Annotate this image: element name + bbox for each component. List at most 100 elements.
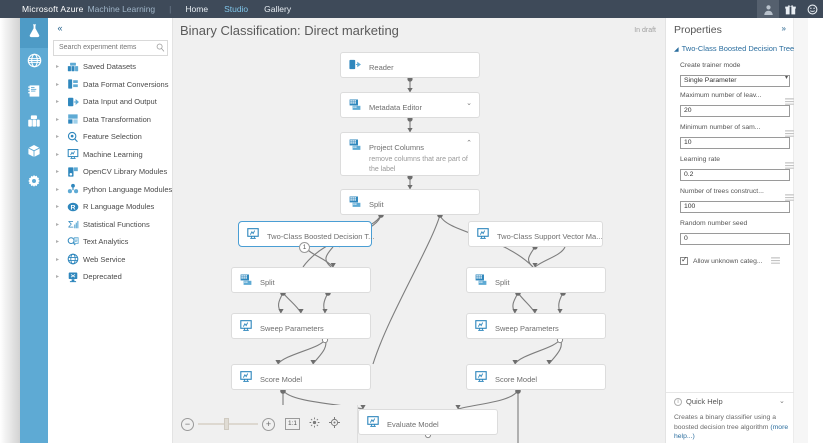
- center-view-icon[interactable]: [329, 415, 341, 433]
- allow-unknown-categorical-levels-row[interactable]: Allow unknown categ...: [680, 252, 780, 270]
- chevron-down-icon[interactable]: ⌄: [779, 398, 785, 405]
- ml-monitor-icon: [474, 370, 490, 384]
- globe-icon: [65, 252, 80, 266]
- palette-item-list: ▸ Saved Datasets ▸ Data Format Conversio…: [48, 58, 173, 286]
- field-label: Create trainer mode: [680, 62, 741, 69]
- palette-item-label: Machine Learning: [83, 149, 143, 159]
- palette-item-deprecated[interactable]: ▸ Deprecated: [48, 268, 173, 286]
- search-icon[interactable]: [156, 39, 165, 57]
- properties-module-name[interactable]: ◢Two-Class Boosted Decision Tree: [674, 44, 794, 53]
- chevron-right-icon: ▸: [56, 221, 60, 228]
- checkbox-label: Allow unknown categ...: [693, 257, 763, 265]
- canvas-node-two-class-boosted-decision-tree[interactable]: Two-Class Boosted Decision T...: [238, 221, 374, 247]
- node-label: Reader: [369, 63, 394, 72]
- palette-item-label: Web Service: [83, 254, 126, 264]
- properties-expand-button[interactable]: »: [781, 24, 786, 33]
- palette-item-data-format-conversions[interactable]: ▸ Data Format Conversions: [48, 76, 173, 94]
- parameter-range-icon[interactable]: [785, 125, 794, 143]
- palette-item-text-analytics[interactable]: ▸ Text Analytics: [48, 233, 173, 251]
- create-trainer-mode-select[interactable]: [680, 74, 790, 87]
- palette-item-python-language-modules[interactable]: ▸ Python Language Modules: [48, 181, 173, 199]
- palette-item-data-input-and-output[interactable]: ▸ Data Input and Output: [48, 93, 173, 111]
- ml-monitor-icon: [366, 415, 382, 429]
- node-label: Metadata Editor: [369, 103, 422, 112]
- palette-item-label: Data Input and Output: [83, 97, 157, 107]
- palette-item-feature-selection[interactable]: ▸ Feature Selection: [48, 128, 173, 146]
- rail-item-experiments[interactable]: [20, 18, 48, 48]
- canvas-node-project-columns[interactable]: Project Columns remove columns that are …: [340, 132, 480, 176]
- rail-item-web-services[interactable]: [20, 48, 48, 78]
- palette-item-machine-learning[interactable]: ▸ Machine Learning: [48, 146, 173, 164]
- globe-icon: [27, 53, 42, 73]
- quick-help-header[interactable]: i Quick Help: [674, 397, 723, 406]
- table-icon: [348, 195, 364, 209]
- collapse-triangle-icon[interactable]: ◢: [674, 47, 679, 53]
- fit-to-screen-icon[interactable]: [309, 415, 320, 433]
- field-number-of-trees-constructed: Number of trees construct...: [680, 188, 794, 213]
- palette-item-data-transformation[interactable]: ▸ Data Transformation: [48, 111, 173, 129]
- palette-item-opencv-library-modules[interactable]: ▸ OpenCV Library Modules: [48, 163, 173, 181]
- canvas-node-split-top[interactable]: Split: [340, 189, 480, 215]
- chevron-down-icon[interactable]: ⌄: [466, 100, 472, 107]
- palette-collapse-button[interactable]: «: [57, 23, 63, 33]
- random-number-seed-input[interactable]: [680, 232, 790, 245]
- canvas-node-two-class-support-vector-machine[interactable]: Two-Class Support Vector Ma...: [468, 221, 603, 247]
- field-minimum-number-of-samples: Minimum number of sam...: [680, 124, 794, 149]
- table-icon: [348, 138, 364, 152]
- parameter-range-icon[interactable]: [770, 252, 780, 270]
- palette-item-saved-datasets[interactable]: ▸ Saved Datasets: [48, 58, 173, 76]
- chevron-right-icon: ▸: [56, 151, 60, 158]
- zoom-slider[interactable]: [198, 418, 258, 430]
- properties-scrollbar[interactable]: [793, 18, 808, 443]
- parameter-range-icon[interactable]: [785, 93, 794, 111]
- top-nav: Home Studio Gallery: [185, 4, 291, 14]
- zoom-out-button[interactable]: −: [181, 417, 194, 431]
- palette-item-statistical-functions[interactable]: ▸ Σ Statistical Functions: [48, 216, 173, 234]
- parameter-range-icon[interactable]: [785, 157, 794, 175]
- nav-gallery[interactable]: Gallery: [264, 4, 292, 14]
- zoom-reset-ratio-button[interactable]: 1:1: [285, 418, 301, 430]
- allow-unknown-categorical-levels-checkbox[interactable]: [680, 255, 688, 265]
- nav-home[interactable]: Home: [185, 4, 209, 14]
- canvas-node-score-model-left[interactable]: Score Model: [231, 364, 371, 390]
- nav-studio[interactable]: Studio: [224, 4, 249, 14]
- search-input[interactable]: [53, 39, 168, 56]
- canvas-node-split-right[interactable]: Split: [466, 267, 606, 293]
- maximum-number-of-leaves-input[interactable]: [680, 104, 790, 117]
- field-label: Number of trees construct...: [680, 188, 764, 195]
- zoom-in-button[interactable]: +: [262, 417, 275, 431]
- palette-item-label: Feature Selection: [83, 132, 142, 142]
- more-help-link[interactable]: (more help...): [674, 423, 789, 441]
- experiment-canvas[interactable]: Reader Metadata Editor ⌄ Project Columns…: [173, 46, 665, 443]
- rail-item-trained-models[interactable]: [20, 138, 48, 168]
- canvas-node-evaluate-model[interactable]: Evaluate Model: [358, 409, 498, 435]
- canvas-node-reader[interactable]: Reader: [340, 52, 480, 78]
- rail-item-datasets[interactable]: [20, 108, 48, 138]
- rail-item-settings[interactable]: [20, 168, 48, 198]
- field-label: Minimum number of sam...: [680, 124, 761, 131]
- zoom-slider-handle[interactable]: [224, 418, 229, 430]
- gift-icon[interactable]: [779, 0, 801, 18]
- palette-item-r-language-modules[interactable]: ▸ R R Language Modules: [48, 198, 173, 216]
- parameter-range-icon[interactable]: [785, 189, 794, 207]
- chevron-up-icon[interactable]: ⌃: [466, 140, 472, 147]
- canvas-node-score-model-right[interactable]: Score Model: [466, 364, 606, 390]
- minimum-number-of-samples-input[interactable]: [680, 136, 790, 149]
- canvas-node-sweep-parameters-right[interactable]: Sweep Parameters: [466, 313, 606, 339]
- chevron-right-icon: ▸: [56, 134, 60, 141]
- number-of-trees-constructed-input[interactable]: [680, 200, 790, 213]
- table-icon: [474, 273, 490, 287]
- learning-rate-input[interactable]: [680, 168, 790, 181]
- magnifier-icon: [65, 130, 80, 144]
- rail-item-notebooks[interactable]: [20, 78, 48, 108]
- palette-item-web-service[interactable]: ▸ Web Service: [48, 251, 173, 269]
- canvas-node-metadata-editor[interactable]: Metadata Editor ⌄: [340, 92, 480, 118]
- node-label: Two-Class Support Vector Ma...: [497, 232, 603, 241]
- canvas-node-split-left[interactable]: Split: [231, 267, 371, 293]
- avatar[interactable]: [757, 0, 779, 18]
- top-header: Microsoft Azure Machine Learning | Home …: [0, 0, 823, 18]
- smiley-icon[interactable]: [801, 0, 823, 18]
- canvas-node-sweep-parameters-left[interactable]: Sweep Parameters: [231, 313, 371, 339]
- node-text: Sweep Parameters: [495, 318, 559, 336]
- palette-item-label: OpenCV Library Modules: [83, 167, 168, 177]
